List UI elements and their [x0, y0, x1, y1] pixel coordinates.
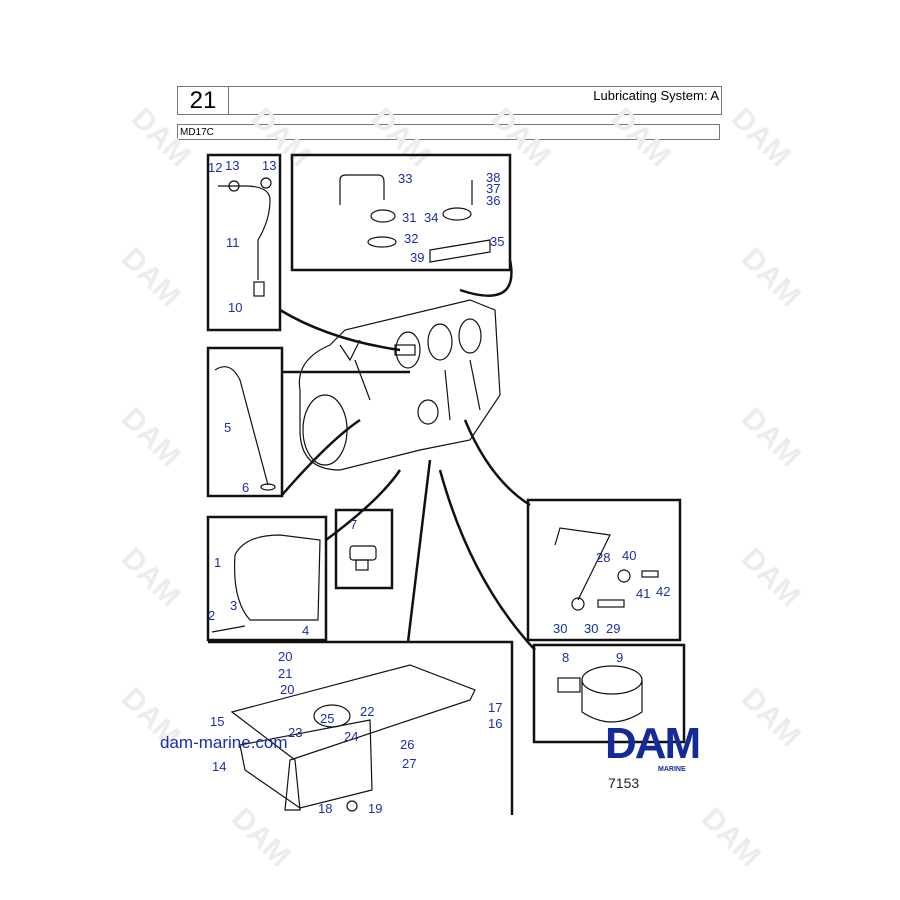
group-number: 21: [177, 86, 229, 115]
watermark: DAM: [225, 802, 297, 874]
dipstick-box: [206, 346, 284, 498]
watermark: DAM: [115, 542, 187, 614]
dipstick-pipe: [218, 185, 271, 280]
pressure-sender-box: [334, 508, 394, 590]
vent-hose: [339, 174, 385, 205]
callout-3: 3: [230, 598, 237, 613]
callout-6: 6: [242, 480, 249, 495]
callout-24: 24: [344, 729, 358, 744]
callout-34: 34: [424, 210, 438, 225]
watermark: DAM: [115, 242, 187, 314]
dipstick: [214, 366, 269, 486]
oil-pump-box: [206, 515, 328, 642]
filter-nipple: [557, 677, 581, 693]
callout-31: 31: [402, 210, 416, 225]
brand-logo: DAM: [605, 719, 701, 768]
callout-27: 27: [402, 756, 416, 771]
watermark: DAM: [365, 102, 437, 174]
callout-12: 12: [208, 160, 222, 175]
callout-8: 8: [562, 650, 569, 665]
callout-30: 30: [553, 621, 567, 636]
callout-37: 37: [486, 181, 500, 196]
watermark: DAM: [115, 402, 187, 474]
oil-pump: [233, 534, 321, 621]
callout-29: 29: [606, 621, 620, 636]
filler-cap: [370, 209, 396, 223]
watermark: DAM: [735, 542, 807, 614]
drain-plug: [346, 800, 358, 812]
callout-15: 15: [210, 714, 224, 729]
callout-9: 9: [616, 650, 623, 665]
drawing-number: 7153: [608, 775, 640, 791]
o-ring: [367, 236, 397, 248]
callout-1: 1: [214, 555, 221, 570]
dipstick-pipe-box: [206, 153, 282, 332]
callout-25: 25: [320, 711, 334, 726]
callout-41: 41: [636, 586, 650, 601]
callout-40: 40: [622, 548, 636, 563]
site-url: dam-marine.com: [160, 733, 288, 752]
washer-icon: [260, 177, 272, 189]
callout-7: 7: [350, 517, 357, 532]
callout-32: 32: [404, 231, 418, 246]
callout-2: 2: [208, 608, 215, 623]
oil-strainer: [313, 704, 351, 728]
washer-icon: [228, 180, 240, 192]
callout-28: 28: [596, 550, 610, 565]
oil-filter: [581, 665, 643, 695]
oil-sump-box: [208, 640, 514, 815]
callout-11: 11: [226, 235, 240, 250]
pump-bolt: [211, 625, 246, 633]
callout-4: 4: [302, 623, 309, 638]
title-box: Lubricating System: A: [228, 86, 722, 115]
watermark-layer: DAM DAM DAM DAM DAM DAM DAM DAM DAM DAM DAM DAM DAM D…: [115, 102, 807, 874]
brand-logo-sub: MARINE: [658, 766, 686, 773]
callout-22: 22: [360, 704, 374, 719]
oil-filter-box: [532, 643, 686, 744]
watermark: DAM: [735, 402, 807, 474]
callout-21: 21: [278, 666, 292, 681]
filler-cap-box: [290, 153, 512, 272]
callout-13: 13: [225, 158, 239, 173]
gasket: [429, 239, 491, 263]
callout-18: 18: [318, 801, 332, 816]
filler-neck: [442, 207, 472, 221]
watermark: DAM: [605, 102, 677, 174]
callout-35: 35: [490, 234, 504, 249]
callout-17: 17: [488, 700, 502, 715]
callout-14: 14: [212, 759, 226, 774]
watermark: DAM: [735, 242, 807, 314]
callout-30: 30: [584, 621, 598, 636]
engine-illustration: [298, 299, 501, 471]
oil-pipe: [554, 527, 611, 601]
watermark: DAM: [725, 102, 797, 174]
oil-pipe-box: [526, 498, 682, 642]
callout-13: 13: [262, 158, 276, 173]
callout-23: 23: [288, 725, 302, 740]
callout-5: 5: [224, 420, 231, 435]
watermark: DAM: [695, 802, 767, 874]
oil-sump: [230, 664, 476, 811]
callout-20: 20: [278, 649, 292, 664]
dipstick-pipe-nut: [253, 281, 265, 297]
callout-33: 33: [398, 171, 412, 186]
callout-26: 26: [400, 737, 414, 752]
callout-20: 20: [280, 682, 294, 697]
callout-36: 36: [486, 193, 500, 208]
callout-19: 19: [368, 801, 382, 816]
callout-16: 16: [488, 716, 502, 731]
page-title: Lubricating System: A: [593, 88, 719, 103]
oil-pressure-sender: [349, 545, 377, 561]
watermark: DAM: [125, 102, 197, 174]
callout-10: 10: [228, 300, 242, 315]
callout-42: 42: [656, 584, 670, 599]
watermark: DAM: [485, 102, 557, 174]
watermark: DAM: [735, 682, 807, 754]
callout-38: 38: [486, 170, 500, 185]
model-label: MD17C: [177, 124, 720, 140]
callout-39: 39: [410, 250, 424, 265]
